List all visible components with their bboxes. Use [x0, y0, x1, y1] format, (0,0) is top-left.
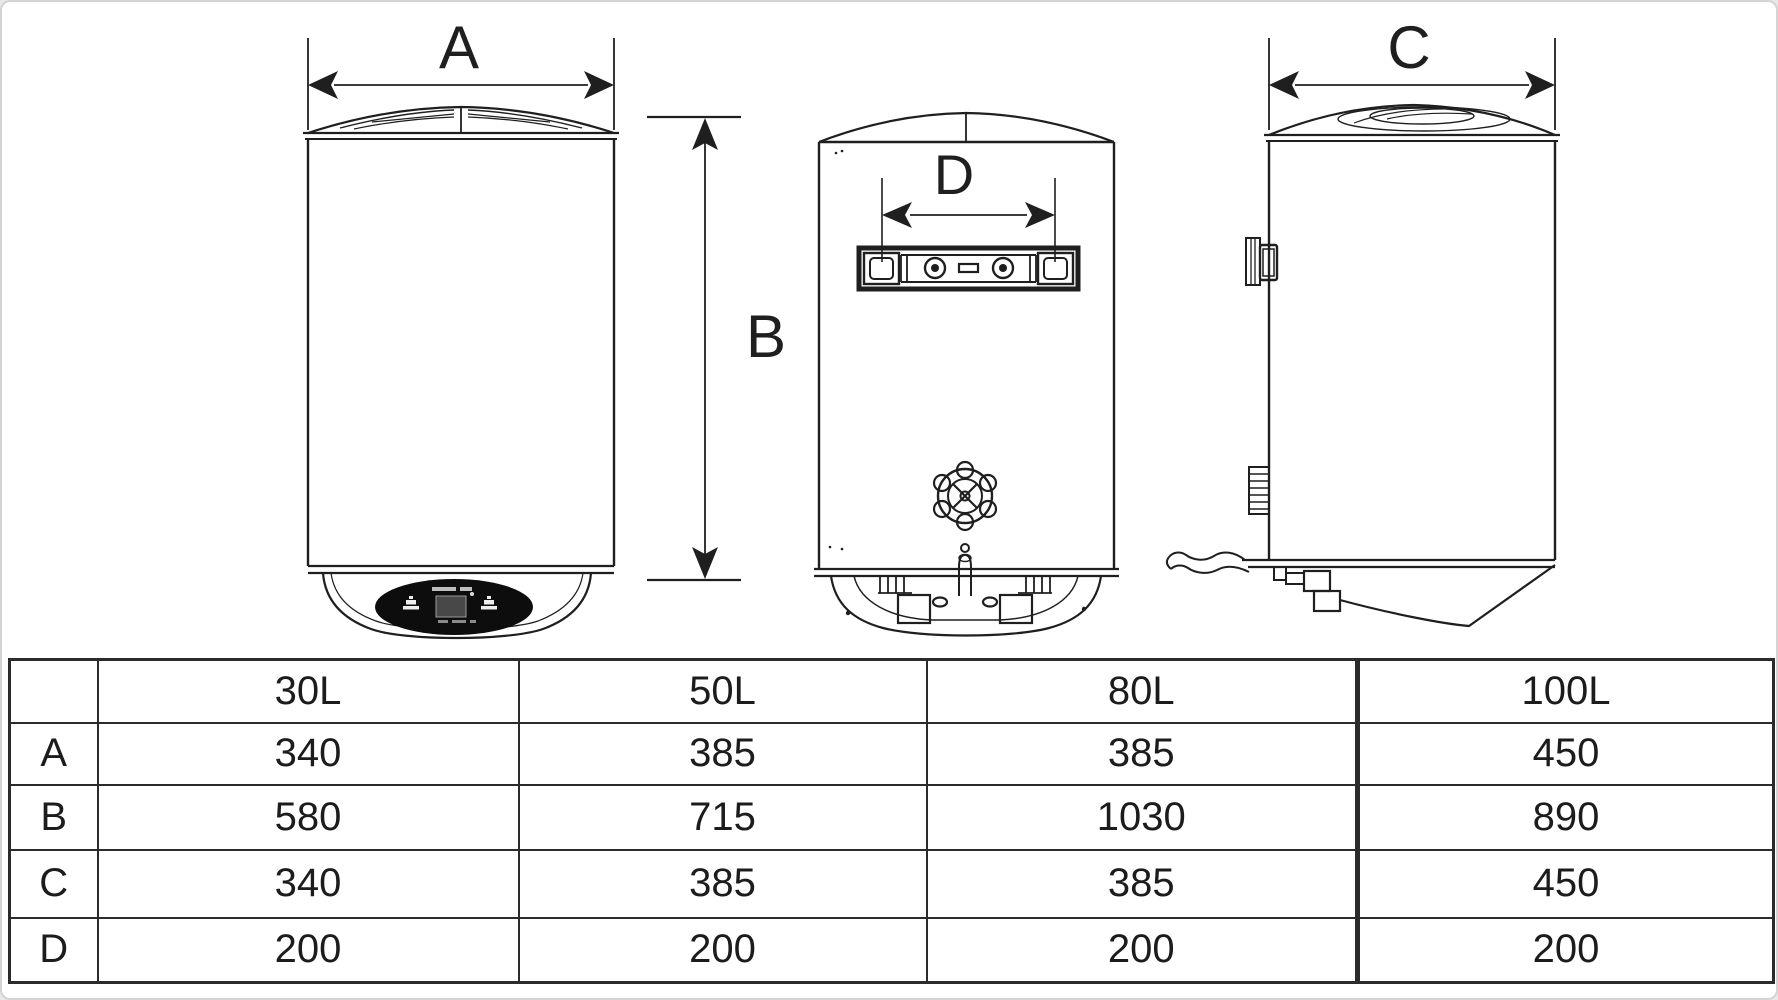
row-label-b: B: [8, 783, 99, 851]
cell-a-80l: 385: [925, 721, 1359, 786]
side-body: [1267, 141, 1557, 560]
drain-valve-knob: [932, 460, 998, 532]
bracket-outer-frame: [856, 245, 1081, 292]
row-label-c: C: [8, 848, 99, 919]
table-row: D 200 200 200 200: [8, 916, 1775, 984]
cell-c-30l: 340: [96, 848, 520, 919]
side-top-lid: [1264, 103, 1560, 142]
front-view: A: [303, 14, 619, 640]
pipe-connection-right: [998, 576, 1052, 625]
side-bottom: [1165, 551, 1556, 628]
cell-b-100l: 890: [1355, 783, 1775, 851]
column-header-30l: 30L: [96, 658, 520, 724]
bottom-flap-outline: [1339, 564, 1556, 628]
cell-a-30l: 340: [96, 721, 520, 786]
dim-label-c: C: [1387, 14, 1430, 81]
center-drain-pin: [958, 543, 972, 596]
cell-c-80l: 385: [925, 848, 1359, 919]
cell-a-100l: 450: [1355, 721, 1775, 786]
arrowhead-left-icon: [308, 71, 338, 99]
bracket-hole-right: [991, 256, 1015, 280]
wall-bracket-side: [1245, 237, 1279, 286]
mounting-bracket: [856, 245, 1081, 292]
column-header-50l: 50L: [517, 658, 928, 724]
dimension-a: A: [307, 14, 615, 130]
bracket-tab-left: [862, 251, 901, 286]
display-screen: [435, 595, 467, 618]
dimension-b: B: [647, 115, 786, 582]
side-view: C: [1165, 14, 1560, 628]
cable-connector: [1273, 566, 1287, 581]
cell-d-80l: 200: [925, 916, 1359, 984]
back-body: [817, 140, 1116, 569]
table-header-row: 30L 50L 80L 100L: [8, 658, 1775, 724]
cell-b-30l: 580: [96, 783, 520, 851]
arrowhead-left-icon: [1269, 71, 1299, 99]
column-header-100l: 100L: [1355, 658, 1775, 724]
cell-a-50l: 385: [517, 721, 928, 786]
column-header-80l: 80L: [925, 658, 1359, 724]
bracket-tab-right: [1036, 251, 1075, 286]
brand-text-mark-2: [460, 587, 472, 591]
front-body: [306, 139, 616, 575]
row-label-a: A: [8, 721, 99, 786]
back-top-lid: [818, 111, 1115, 144]
cell-d-30l: 200: [96, 916, 520, 984]
dim-label-b: B: [746, 303, 786, 370]
pipe-fitting-side: [1285, 569, 1342, 613]
table-row: A 340 385 385 450: [8, 721, 1775, 786]
dimensions-table: 30L 50L 80L 100L A 340 385 385 450 B 580…: [8, 658, 1775, 984]
control-panel: [375, 579, 533, 635]
bracket-slot: [957, 262, 980, 274]
arrowhead-left-icon: [882, 202, 912, 228]
dim-label-a: A: [439, 14, 479, 81]
dimension-d: D: [881, 143, 1056, 262]
cell-c-100l: 450: [1355, 848, 1775, 919]
dimension-c: C: [1268, 14, 1556, 130]
panel-caption-marks: [438, 620, 476, 623]
thermostat-knob-side: [1248, 466, 1270, 515]
power-cable: [1165, 551, 1250, 574]
table-corner-cell: [8, 658, 99, 724]
arrowhead-up-icon: [692, 118, 718, 150]
table-row: C 340 385 385 450: [8, 848, 1775, 919]
degree-dot-icon: [470, 592, 474, 596]
pipe-connection-left: [878, 576, 932, 625]
water-heater-diagram: A: [303, 14, 1560, 640]
cell-d-100l: 200: [1355, 916, 1775, 984]
bracket-hole-left: [923, 256, 947, 280]
row-label-d: D: [8, 916, 99, 984]
panel-button-right: [481, 596, 497, 610]
panel-button-left: [403, 596, 419, 610]
arrowhead-down-icon: [692, 547, 718, 579]
arrowhead-right-icon: [584, 71, 614, 99]
back-bottom-cap: [814, 543, 1119, 637]
cell-b-50l: 715: [517, 783, 928, 851]
table-row: B 580 715 1030 890: [8, 783, 1775, 851]
brand-text-mark: [432, 587, 456, 591]
arrowhead-right-icon: [1025, 202, 1055, 228]
cell-b-80l: 1030: [925, 783, 1359, 851]
arrowhead-right-icon: [1525, 71, 1555, 99]
front-top-lid: [303, 105, 619, 140]
cap-hole-left: [931, 596, 949, 608]
cap-hole-right: [981, 596, 999, 608]
cell-c-50l: 385: [517, 848, 928, 919]
dim-label-d: D: [934, 143, 974, 206]
back-view: D: [814, 111, 1119, 637]
cell-d-50l: 200: [517, 916, 928, 984]
